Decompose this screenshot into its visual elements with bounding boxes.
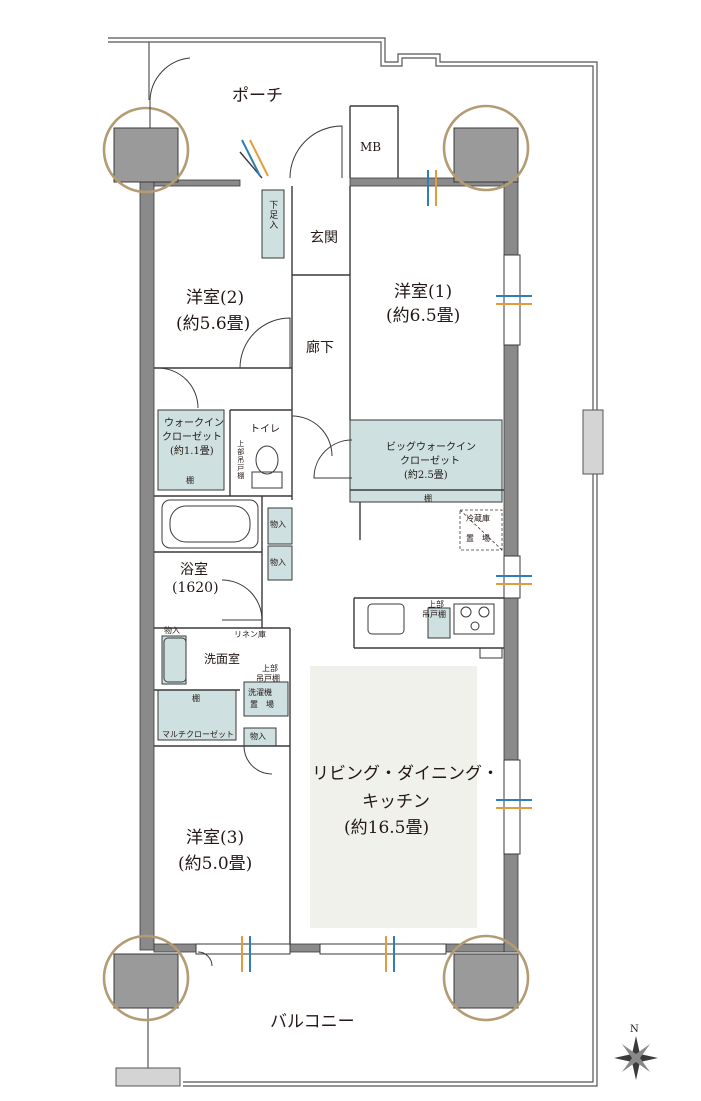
ldk-floor (310, 666, 477, 928)
washroom-label: 洗面室 (204, 652, 241, 666)
entrance-label: 玄関 (310, 230, 338, 246)
room2-name: 洋室(2) (186, 288, 245, 308)
north-label: N (630, 1024, 639, 1035)
side-wall-bar (582, 409, 604, 475)
washbasin-icon (163, 637, 187, 683)
wic-small-line2: クローゼット (162, 432, 222, 443)
door-swings (149, 57, 353, 967)
toilet-icon (251, 445, 283, 489)
ldk-line1: リビング・ダイニング・ (312, 764, 499, 784)
compass-icon (614, 1036, 658, 1080)
storage-1-label: 物入 (270, 520, 286, 529)
vent-markers (241, 139, 532, 972)
foundation-block (115, 1067, 181, 1087)
linen-label: リネン庫 (234, 630, 266, 639)
upper-cabinet-line1: 上部 (262, 664, 278, 673)
multi-storage-label: 物入 (250, 732, 266, 741)
big-wic-line2: クローゼット (400, 456, 460, 467)
washer-line2: 置 場 (250, 700, 274, 709)
multi-closet-shelf: 棚 (192, 694, 200, 703)
storage-2-label: 物入 (270, 558, 286, 567)
kitchen-upper-line2: 吊戸棚 (422, 610, 446, 619)
fridge-line2: 置 場 (466, 534, 490, 543)
upper-cabinet-line2: 吊戸棚 (256, 674, 280, 683)
porch-label: ポーチ (232, 86, 283, 106)
kitchen-upper-line1: 上部 (428, 600, 444, 609)
washer-line1: 洗濯機 (248, 688, 272, 697)
stove-icon (453, 603, 495, 635)
big-wic-line1: ビッグウォークイン (386, 442, 476, 453)
ldk-line3: (約16.5畳) (344, 818, 430, 838)
columns (113, 127, 519, 1009)
fridge-line1: 冷蔵庫 (466, 514, 490, 523)
bath-size: (1620) (172, 580, 219, 596)
toilet-upper-cabinet: 上部吊戸棚 (236, 440, 245, 480)
room2-size: (約5.6畳) (176, 314, 251, 334)
balcony-label: バルコニー (270, 1012, 355, 1032)
bathtub-icon (161, 499, 259, 549)
shoe-storage-label: 下足入 (267, 200, 278, 230)
big-wic-shelf: 棚 (424, 494, 432, 503)
room3-size: (約5.0畳) (178, 854, 253, 874)
mb-label: MB (360, 140, 382, 154)
wic-small-shelf: 棚 (186, 476, 194, 485)
fridge-space (459, 509, 503, 551)
room1-size: (約6.5畳) (386, 306, 461, 326)
sink-icon (367, 603, 405, 635)
site-outline (108, 37, 598, 1087)
washroom-storage-label: 物入 (164, 626, 180, 635)
bath-name: 浴室 (180, 562, 208, 578)
interior-walls (154, 105, 504, 944)
windows-bottom (195, 943, 447, 955)
room3-name: 洋室(3) (186, 828, 245, 848)
toilet-label: トイレ (250, 424, 280, 435)
hallway-label: 廊下 (306, 340, 334, 356)
ldk-line2: キッチン (362, 792, 430, 812)
big-wic-line3: (約2.5畳) (404, 470, 448, 481)
wic-small-line3: (約1.1畳) (170, 446, 214, 457)
wic-small-line1: ウォークイン (164, 418, 224, 429)
closet-fills (157, 189, 503, 747)
column-rings (102, 104, 530, 1022)
multi-closet-label: マルチクローゼット (162, 730, 234, 739)
room1-name: 洋室(1) (394, 282, 453, 302)
